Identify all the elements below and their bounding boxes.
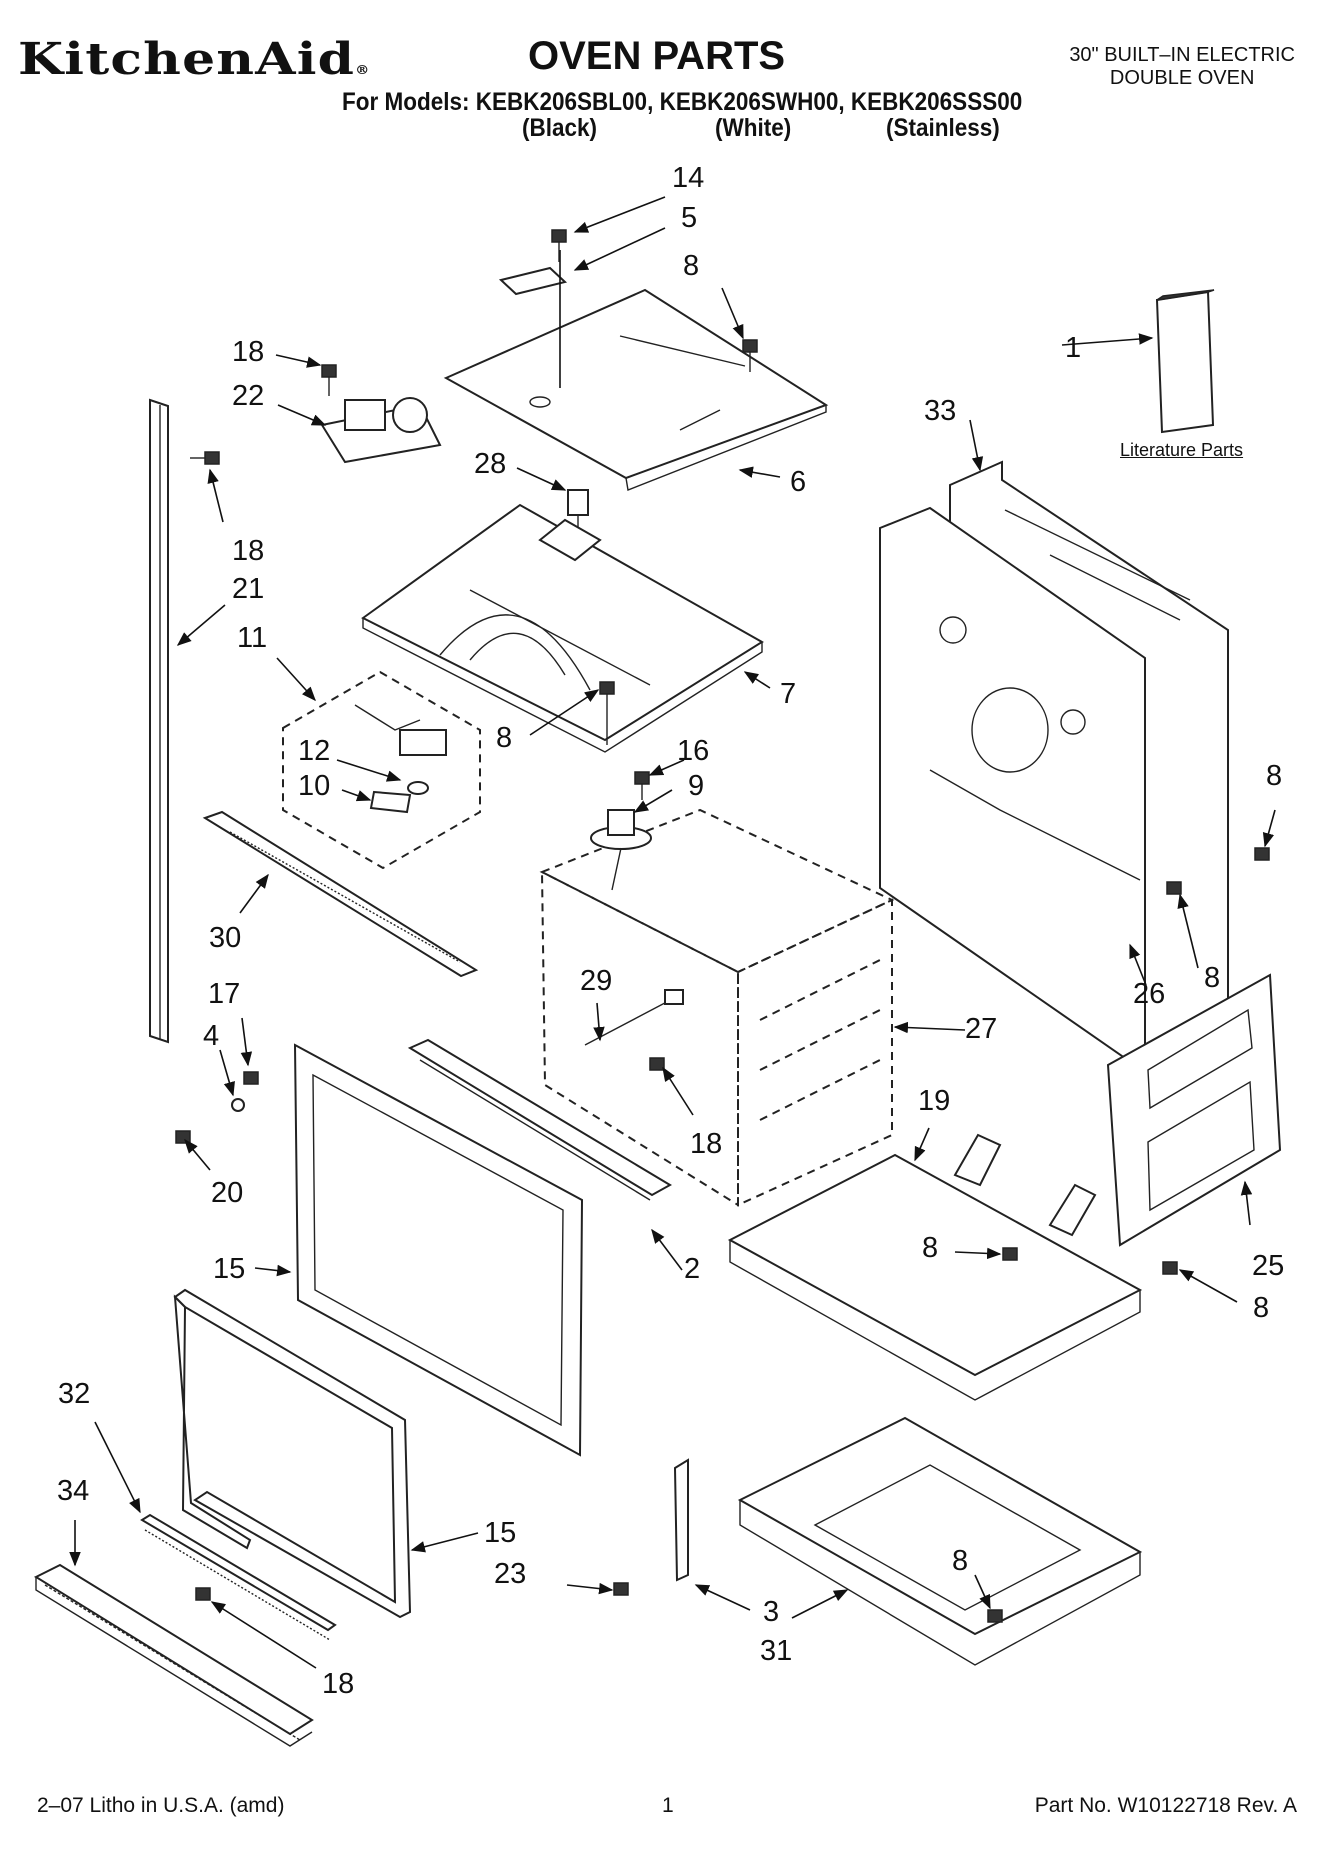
screw-8-tray (1002, 1247, 1018, 1261)
screw-18-cavity (649, 1057, 665, 1071)
callout-8: 8 (683, 250, 700, 282)
callout-17: 17 (208, 978, 241, 1010)
callout-9: 9 (688, 770, 705, 802)
brand-logo: KitchenAid® (18, 34, 371, 85)
vent-32 (140, 1513, 337, 1641)
callout-32: 32 (58, 1378, 91, 1410)
callout-6: 6 (790, 466, 807, 498)
screw-8-pan (987, 1609, 1003, 1623)
oven-cavity (539, 808, 895, 1207)
callout-1: 1 (1065, 332, 1082, 364)
variant-black: (Black) (522, 114, 598, 142)
callout-5: 5 (681, 202, 698, 234)
callout-22: 22 (232, 380, 265, 412)
variant-white: (White) (715, 114, 792, 142)
callout-8: 8 (1266, 760, 1283, 792)
screw-13 (551, 229, 567, 262)
screw-8-rear-b (1166, 881, 1182, 895)
kickplate-34 (33, 1563, 314, 1747)
footer-page-number: 1 (662, 1794, 674, 1817)
callout-23: 23 (494, 1558, 527, 1590)
bracket-3 (673, 1458, 689, 1582)
callout-8: 8 (952, 1545, 969, 1577)
screw-8-rear-a (1254, 847, 1270, 861)
callout-14: 15 (213, 1253, 246, 1285)
screw-18-upper (321, 364, 337, 396)
callout-18: 18 (232, 535, 265, 567)
footer-part-number: Part No. W10122718 Rev. A (1034, 1794, 1297, 1817)
screw-16 (634, 771, 650, 800)
callout-18: 18 (322, 1668, 355, 1700)
callout-10: 10 (298, 770, 331, 802)
callout-29: 29 (580, 965, 613, 997)
screw-18-left (190, 451, 220, 465)
screw-17 (243, 1071, 259, 1085)
screw-8-shield (599, 681, 615, 745)
screw-23 (613, 1582, 629, 1596)
top-panel (443, 288, 829, 491)
front-frame-14 (293, 1043, 584, 1457)
callout-11: 11 (237, 622, 268, 654)
screw-18-vent (195, 1587, 211, 1601)
callout-28: 28 (474, 448, 507, 480)
callout-18: 18 (690, 1128, 723, 1160)
callout-30: 30 (209, 922, 242, 954)
callout-2: 2 (684, 1253, 701, 1285)
callout-19: 19 (918, 1085, 951, 1117)
product-line-2: DOUBLE OVEN (1109, 67, 1255, 89)
callout-26: 26 (1133, 978, 1166, 1010)
leader-lines (69, 196, 1276, 1669)
callout-34: 34 (57, 1475, 90, 1507)
side-panel-25 (1106, 973, 1282, 1247)
door-gasket-15 (173, 1288, 412, 1619)
product-description: 30" BUILT–IN ELECTRIC DOUBLE OVEN (1069, 44, 1295, 90)
screw-8-side (1162, 1261, 1178, 1275)
callout-33: 33 (924, 395, 957, 427)
callout-16: 16 (677, 735, 710, 767)
footer-litho: 2–07 Litho in U.S.A. (amd) (37, 1794, 285, 1817)
screw-20 (175, 1130, 191, 1144)
callout-27: 27 (965, 1013, 998, 1045)
top-shield (361, 503, 764, 753)
callout-15: 15 (484, 1517, 517, 1549)
callout-8: 8 (1253, 1292, 1270, 1324)
callout-4: 4 (203, 1020, 220, 1052)
callout-8: 8 (1204, 962, 1221, 994)
bake-element-9 (590, 809, 652, 891)
vent-grille (202, 810, 479, 978)
bottom-pan-31 (737, 1416, 1143, 1666)
callout-7: 7 (780, 678, 797, 710)
models-line: For Models: KEBK206SBL00, KEBK206SWH00, … (342, 88, 1023, 116)
callout-18: 18 (232, 336, 265, 368)
callout-8: 8 (496, 722, 513, 754)
product-line-1: 30" BUILT–IN ELECTRIC (1069, 44, 1295, 66)
bottom-tray-19 (727, 1133, 1143, 1401)
top-trim-2 (407, 1038, 673, 1201)
rear-panel-33 (879, 460, 1229, 1082)
probe-29 (584, 989, 684, 1046)
screw-8-top (742, 339, 758, 372)
callout-12: 12 (298, 735, 331, 767)
callout-21: 21 (232, 573, 265, 605)
washer-4 (231, 1098, 245, 1112)
callout-13: 14 (672, 162, 705, 194)
callout-20: 20 (211, 1177, 244, 1209)
variant-stainless: (Stainless) (886, 114, 1000, 142)
callout-8: 8 (922, 1232, 939, 1264)
latch-assembly (320, 397, 442, 464)
callout-31: 31 (760, 1635, 793, 1667)
left-vertical-trim (149, 398, 169, 1044)
light-assembly-group (282, 670, 481, 870)
callout-25: 25 (1252, 1250, 1285, 1282)
literature-parts-label: Literature Parts (1120, 440, 1244, 460)
callout-3: 3 (763, 1596, 780, 1628)
page-title: OVEN PARTS (528, 34, 786, 78)
literature-booklet (1155, 289, 1215, 434)
top-bracket (498, 266, 568, 296)
